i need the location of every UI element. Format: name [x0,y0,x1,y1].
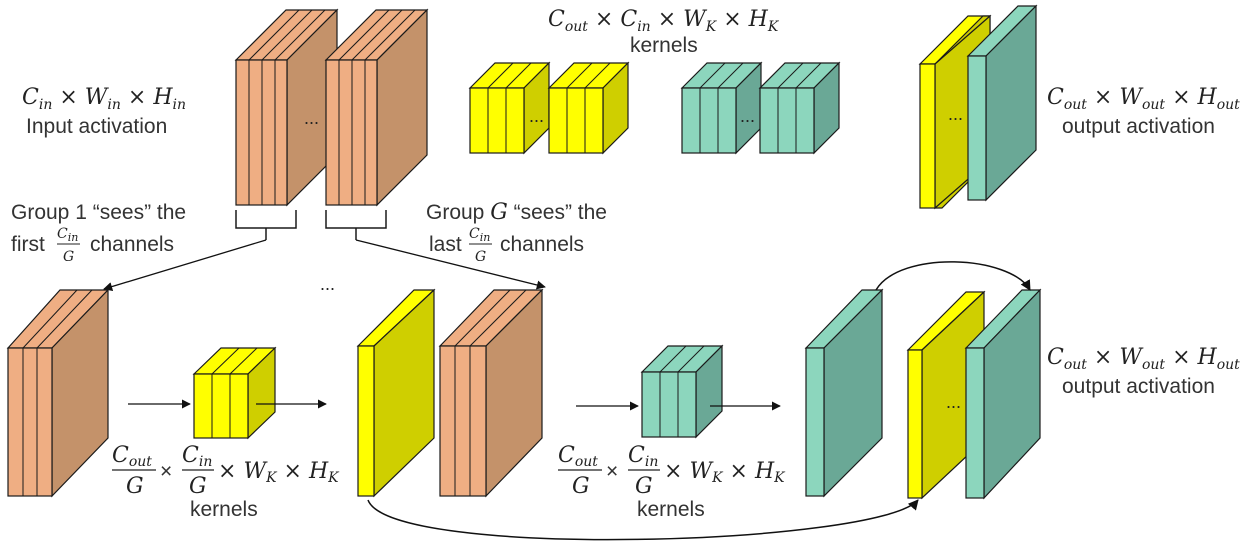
svg-text:kernels: kernels [637,498,705,521]
teal-kernel-ellipsis: ... [740,106,755,126]
teal-kernel-top-2 [758,61,841,155]
svg-text:Cout: Cout [558,443,598,470]
input-activation-label: Cin × Win × Hin Input activation [22,85,186,138]
svg-text:Cout × Cin × WK × HK: Cout × Cin × WK × HK [548,7,780,35]
svg-text:Cin: Cin [57,226,78,244]
yellow-kernel-ellipsis: ... [529,106,544,126]
groups-between-ellipsis: ... [320,274,335,294]
output-activation-label-top: Cout × Wout × Hout output activation [1047,85,1240,138]
svg-text:G: G [63,249,74,265]
svg-text:× WK × HK: × WK × HK [218,459,340,486]
svg-text:G: G [572,474,590,499]
svg-text:Group G “sees” the: Group G “sees” the [426,200,607,225]
svg-text:G: G [635,474,653,499]
group1-brace [235,210,297,240]
svg-text:kernels: kernels [190,498,258,521]
group1-input-slice [6,288,110,498]
svg-text:Cin × Win × Hin: Cin × Win × Hin [22,85,186,113]
svg-text:G: G [189,474,207,499]
svg-text:Cout × Wout × Hout: Cout × Wout × Hout [1047,345,1240,373]
group1-kernel-label: Cout G × Cin G × WK × HK kernels [112,443,340,521]
input-activation-block-1 [234,8,339,207]
group1-fraction: Cin G [57,226,80,265]
svg-text:Cin: Cin [628,443,658,470]
svg-text:output activation: output activation [1062,375,1215,398]
yellow-to-output-curve [367,499,919,541]
svg-text:kernels: kernels [630,34,698,57]
output-top-ellipsis: ... [948,104,963,124]
svg-text:G: G [126,474,144,499]
svg-text:G: G [475,249,486,265]
svg-text:Cout × Wout × Hout: Cout × Wout × Hout [1047,85,1240,113]
teal-to-output-curve [875,261,1031,291]
svg-text:×: × [606,460,618,483]
svg-text:channels: channels [500,233,584,256]
group1-kernel [192,346,277,440]
svg-text:last: last [429,233,462,256]
teal-kernel-top-1 [680,61,763,155]
yellow-kernel-top-2 [547,61,630,155]
groupG-brace [325,210,387,240]
input-activation-block-2 [324,8,429,207]
groupG-kernel-label: Cout G × Cin G × WK × HK kernels [558,443,786,521]
output-activation-top-teal [966,4,1038,202]
input-ellipsis: ... [304,108,319,128]
group1-output-slice [356,288,436,498]
output-activation-label-bottom: Cout × Wout × Hout output activation [1047,345,1240,398]
kernels-label-top: Cout × Cin × WK × HK kernels [548,7,780,57]
groupG-fraction: Cin G [469,226,492,265]
svg-text:Cout: Cout [112,443,152,470]
groupG-annotation: Group G “sees” the last Cin G channels [426,200,607,265]
svg-text:channels: channels [90,233,174,256]
svg-text:output activation: output activation [1062,115,1215,138]
groupG-output-slice [804,288,884,498]
svg-text:×: × [160,460,172,483]
groupG-kernel [640,344,724,439]
svg-text:Group 1 “sees” the: Group 1 “sees” the [11,201,186,224]
groupG-arrow [355,239,546,290]
svg-text:Cin: Cin [469,226,490,244]
yellow-kernel-top-1 [468,61,551,155]
groupG-input-slice [438,288,544,498]
group1-annotation: Group 1 “sees” the first Cin G channels [11,201,186,265]
combined-output-teal [964,288,1042,500]
svg-text:× WK × HK: × WK × HK [664,459,786,486]
svg-text:Input activation: Input activation [26,115,167,138]
group1-arrow [103,239,267,291]
svg-text:Cin: Cin [182,443,212,470]
combined-output-ellipsis: ... [946,392,961,412]
svg-text:first: first [11,233,45,256]
